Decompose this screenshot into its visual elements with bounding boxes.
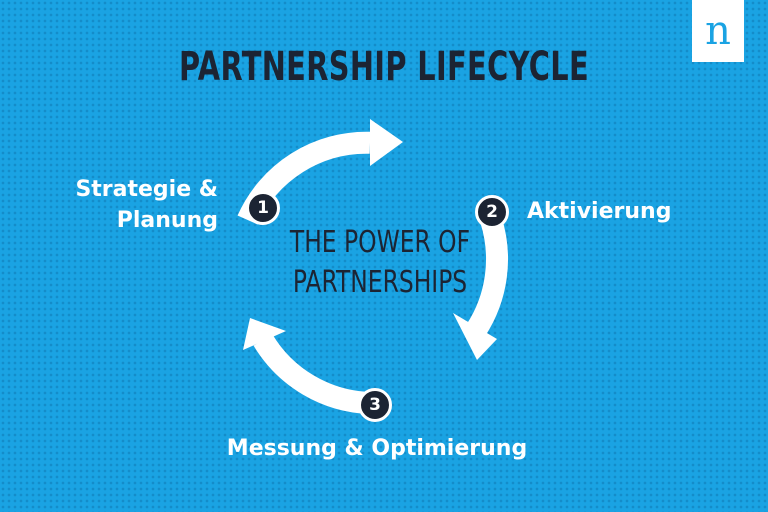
cycle-arrowhead-2 [453, 313, 497, 360]
cycle-arrowhead-3 [243, 318, 286, 350]
logo-letter: n [705, 8, 731, 54]
brand-logo: n [692, 0, 744, 62]
step-2-label: Aktivierung [527, 199, 672, 224]
cycle-arrow-2 [466, 216, 508, 336]
step-1-badge: 1 [246, 191, 280, 225]
diagram-title: PARTNERSHIP LIFECYCLE [178, 44, 590, 90]
center-caption-line1: THE POWER OF [289, 225, 471, 260]
step-2-badge: 2 [475, 195, 509, 229]
step-3-label: Messung & Optimierung [226, 436, 528, 461]
step-3-badge: 3 [358, 388, 392, 422]
cycle-arrow-3 [253, 334, 371, 414]
cycle-arrowhead-1 [370, 119, 403, 166]
center-caption-line2: PARTNERSHIPS [292, 265, 468, 300]
step-1-label-line1: Strategie & [75, 177, 218, 202]
step-1-label-line2: Planung [116, 208, 218, 233]
step-1-label: Strategie & Planung [30, 174, 218, 236]
center-caption: THE POWER OF PARTNERSHIPS [274, 223, 486, 303]
